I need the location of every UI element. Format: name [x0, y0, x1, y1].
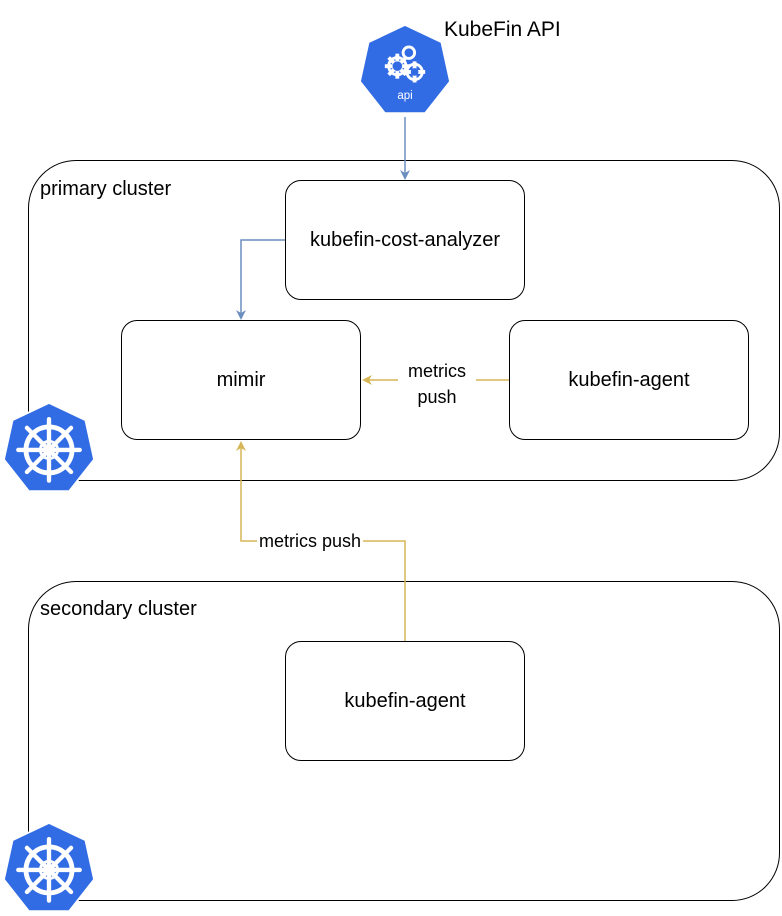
kubernetes-helm-icon: [2, 401, 96, 493]
secondary-kubefin-agent-node[interactable]: kubefin-agent: [285, 641, 525, 761]
primary-kubefin-agent-node[interactable]: kubefin-agent: [509, 320, 749, 440]
primary-kubefin-agent-label: kubefin-agent: [568, 368, 690, 391]
cross-cluster-metrics-push-label: metrics push: [257, 529, 364, 553]
agent-metrics-push-label: metrics push: [398, 358, 476, 410]
kubefin-api-title: KubeFin API: [444, 18, 561, 41]
mimir-node[interactable]: mimir: [121, 320, 361, 440]
kubernetes-helm-icon: [2, 821, 96, 913]
mimir-label: mimir: [216, 368, 266, 391]
agent-metrics-push-label-line1: metrics: [408, 361, 466, 381]
kubefin-cost-analyzer-node[interactable]: kubefin-cost-analyzer: [285, 180, 525, 300]
secondary-kubefin-agent-label: kubefin-agent: [344, 689, 466, 712]
agent-metrics-push-label-line2: push: [417, 387, 457, 407]
kubefin-cost-analyzer-label: kubefin-cost-analyzer: [309, 228, 501, 251]
cost-analyzer-to-mimir-edge: [236, 239, 285, 320]
kubernetes-api-icon[interactable]: api: [356, 22, 454, 118]
primary-cluster-label: primary cluster: [40, 178, 172, 200]
secondary-cluster-label: secondary cluster: [40, 598, 197, 620]
api-badge: api: [397, 90, 412, 102]
